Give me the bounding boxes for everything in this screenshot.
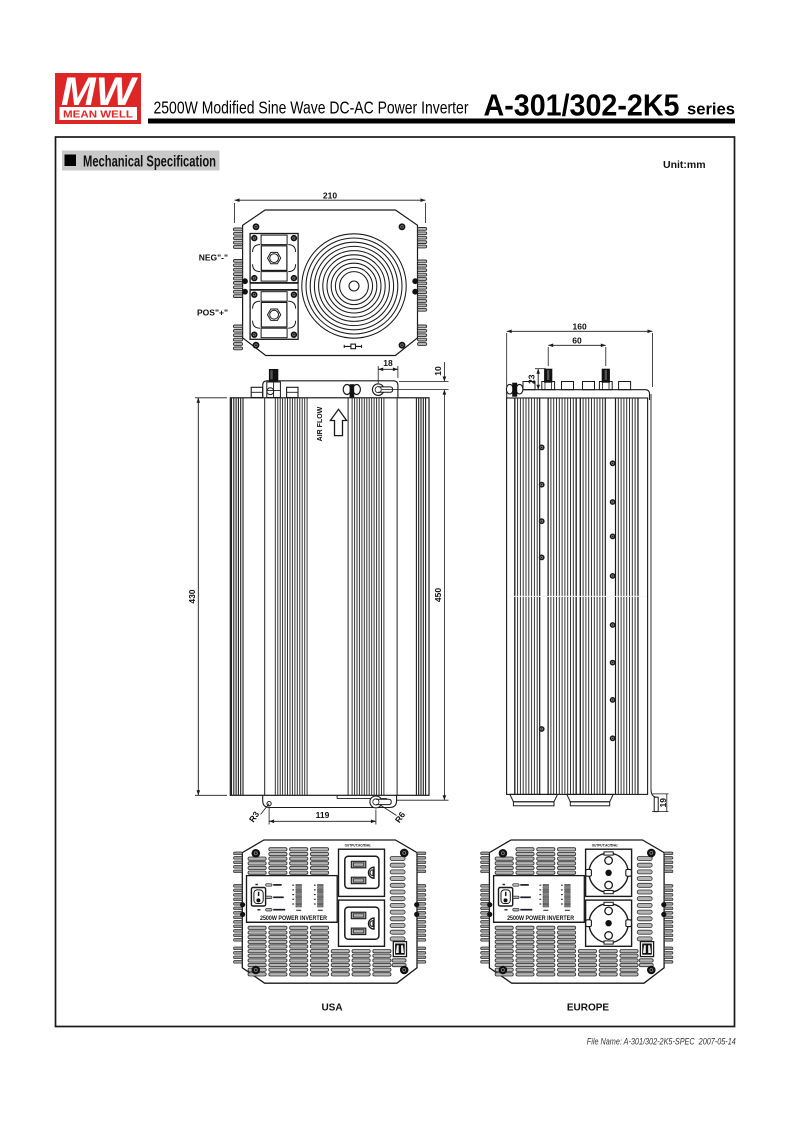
- svg-text:2500W POWER INVERTER: 2500W POWER INVERTER: [260, 916, 328, 922]
- svg-text:NEG"-": NEG"-": [199, 253, 228, 263]
- svg-text:210: 210: [323, 190, 337, 200]
- svg-text:430: 430: [187, 589, 197, 603]
- svg-text:A-301/302-2K5: A-301/302-2K5: [484, 88, 680, 123]
- svg-text:Unit:mm: Unit:mm: [663, 159, 706, 171]
- svg-text:23: 23: [527, 374, 537, 384]
- svg-text:18: 18: [383, 358, 393, 368]
- svg-text:OUTPUT:AC/50Hz: OUTPUT:AC/50Hz: [345, 842, 371, 847]
- svg-text:MW: MW: [61, 70, 138, 114]
- svg-text:AIR FLOW: AIR FLOW: [317, 406, 324, 441]
- svg-text:POS"+": POS"+": [197, 308, 228, 318]
- svg-text:450: 450: [433, 588, 443, 602]
- svg-text:60: 60: [572, 336, 582, 346]
- svg-text:MEAN WELL: MEAN WELL: [63, 109, 134, 121]
- svg-text:160: 160: [573, 322, 587, 332]
- svg-text:Mechanical Specification: Mechanical Specification: [83, 154, 216, 171]
- svg-text:EUROPE: EUROPE: [567, 1003, 610, 1014]
- svg-text:USA: USA: [321, 1003, 342, 1014]
- svg-text:119: 119: [316, 810, 330, 820]
- svg-text:series: series: [687, 100, 735, 119]
- svg-text:OUTPUT:AC/50Hz: OUTPUT:AC/50Hz: [592, 842, 618, 847]
- svg-text:File Name: A-301/302-2K5-SPEC: File Name: A-301/302-2K5-SPEC 2007-05-14: [587, 1037, 736, 1048]
- svg-text:2500W POWER INVERTER: 2500W POWER INVERTER: [507, 916, 575, 922]
- svg-text:2500W Modified Sine Wave DC-AC: 2500W Modified Sine Wave DC-AC Power Inv…: [154, 98, 469, 118]
- svg-text:10: 10: [433, 366, 443, 376]
- svg-text:19: 19: [658, 798, 668, 808]
